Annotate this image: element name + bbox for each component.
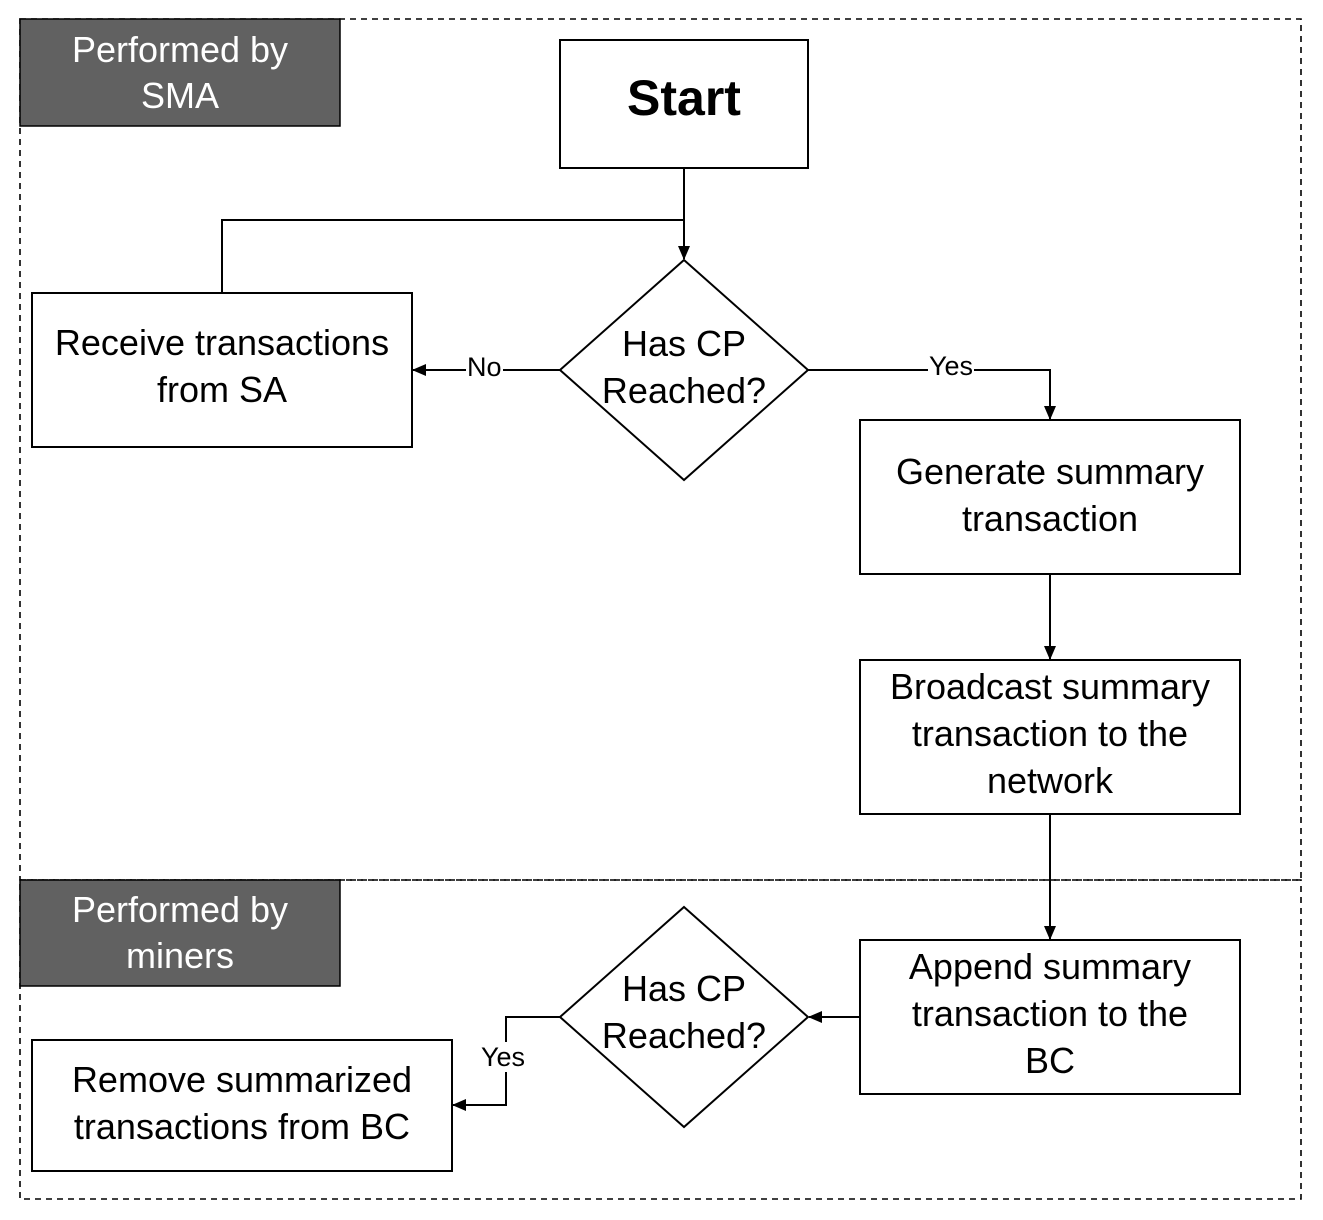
remove-summarized-label: Remove summarized transactions from BC (71, 1058, 413, 1147)
remove-summarized-box (31, 1039, 453, 1172)
start-label: Start (627, 69, 741, 126)
decision-2-diamond (558, 905, 810, 1129)
edge-decision-1-yes (808, 369, 1056, 420)
decision-1-label: Has CP Reached? (601, 323, 767, 411)
generate-summary-label: Generate summary transaction (895, 451, 1205, 539)
lane-miners-border (19, 879, 1302, 1200)
lane-sma-border (19, 18, 1302, 881)
receive-transactions-box (31, 292, 413, 448)
edge-label-yes-2: Yes (480, 1042, 527, 1072)
edge-label-no: No (466, 352, 503, 382)
lane-sma-label: Performed by SMA (71, 28, 289, 116)
decision-2-label: Has CP Reached? (601, 968, 767, 1056)
lane-miners-header (19, 879, 341, 987)
start-box (559, 39, 809, 169)
broadcast-summary-label: Broadcast summary transaction to the net… (889, 665, 1211, 801)
edge-label-yes-1: Yes (928, 351, 975, 381)
edge-receive-loop-back (221, 219, 684, 293)
receive-transactions-label: Receive transactions from SA (54, 322, 390, 410)
lane-miners-label: Performed by miners (71, 889, 289, 976)
decision-1-diamond (558, 258, 810, 482)
broadcast-summary-box (859, 659, 1241, 815)
append-summary-label: Append summary transaction to the BC (908, 945, 1192, 1081)
lane-sma-header (19, 18, 341, 127)
